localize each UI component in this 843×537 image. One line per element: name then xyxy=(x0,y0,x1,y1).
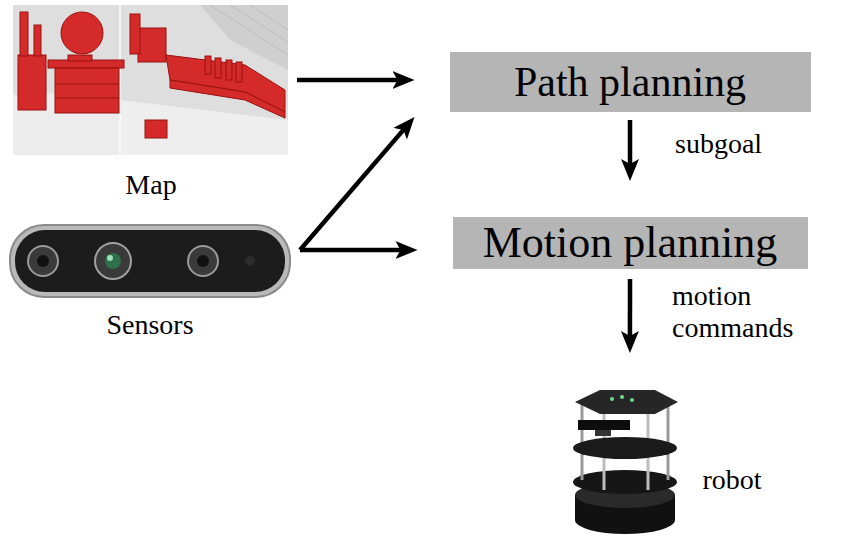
box-title: Path planning xyxy=(514,59,746,105)
image-caption: robot xyxy=(702,465,761,496)
edge-label: subgoal xyxy=(675,128,762,160)
process-box: Motion planning xyxy=(453,217,808,269)
arrow-connector xyxy=(300,126,407,250)
arrow-connector xyxy=(300,248,406,253)
image-caption: Sensors xyxy=(106,310,193,341)
process-box: Path planning xyxy=(450,52,811,112)
map-node: Map xyxy=(8,3,294,203)
sensors-node: Sensors xyxy=(6,220,296,345)
camera-image xyxy=(10,225,290,297)
robot-node: robot xyxy=(560,378,830,537)
box-title: Motion planning xyxy=(483,219,778,267)
arrow-connector xyxy=(297,78,403,83)
arrow-connector xyxy=(628,120,633,169)
map-image xyxy=(13,5,288,155)
edge-label: motion commands xyxy=(672,280,793,344)
image-caption: Map xyxy=(125,170,176,201)
robot-image xyxy=(573,390,678,534)
arrow-connector xyxy=(628,279,633,341)
